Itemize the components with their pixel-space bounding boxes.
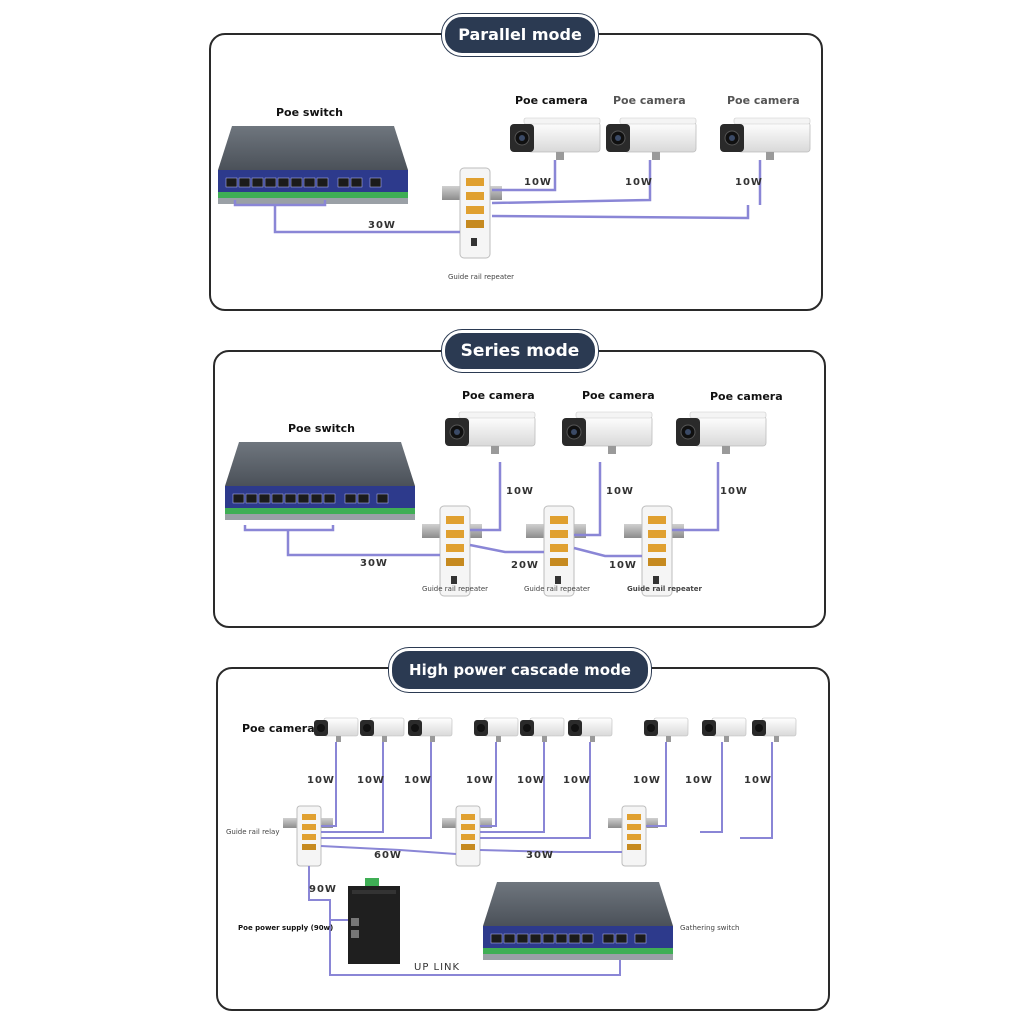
parallel-cables: [233, 160, 762, 234]
poe-power-supply: [348, 878, 400, 964]
series-camera-label-3: Poe camera: [710, 390, 783, 403]
series-repeater-1: [421, 505, 483, 597]
cascade-watt-2: 10W: [357, 775, 385, 786]
cascade-watt-7: 10W: [633, 775, 661, 786]
series-switch-label: Poe switch: [288, 422, 355, 435]
parallel-camera-label-1: Poe camera: [515, 94, 588, 107]
cascade-watt-4: 10W: [466, 775, 494, 786]
cascade-camera-group-1: [313, 717, 453, 743]
cascade-camera-label: Poe camera: [242, 722, 315, 735]
cascade-watt-5: 10W: [517, 775, 545, 786]
parallel-camera-1: [509, 117, 601, 161]
series-repeater-label-2: Guide rail repeater: [524, 585, 591, 593]
gathering-switch: [482, 881, 674, 961]
cascade-uplink-label: UP LINK: [414, 962, 461, 973]
parallel-camera-2: [605, 117, 697, 161]
parallel-camera-3: [719, 117, 811, 161]
cascade-relay-2: [441, 805, 493, 867]
series-camera-1: [444, 411, 536, 455]
series-repeater-3: [623, 505, 685, 597]
series-switch: [224, 441, 416, 521]
cascade-cables: [308, 742, 773, 976]
series-repeater-label-3: Guide rail repeater: [627, 585, 702, 593]
series-watt-1: 10W: [506, 486, 534, 497]
parallel-camera-label-3: Poe camera: [727, 94, 800, 107]
cascade-watt-8: 10W: [685, 775, 713, 786]
parallel-camera-label-2: Poe camera: [613, 94, 686, 107]
series-watt-3: 10W: [720, 486, 748, 497]
parallel-repeater-label: Guide rail repeater: [448, 273, 515, 281]
parallel-repeater: [441, 167, 503, 259]
cascade-watt-6: 10W: [563, 775, 591, 786]
series-camera-label-2: Poe camera: [582, 389, 655, 402]
cascade-gathering-label: Gathering switch: [680, 924, 740, 932]
cascade-link-watt-2: 30W: [526, 850, 554, 861]
cascade-relay-3: [607, 805, 659, 867]
cascade-camera-group-3: [643, 717, 797, 743]
series-link-watt-2: 20W: [511, 560, 539, 571]
cascade-relay-label: Guide rail relay: [226, 828, 280, 836]
series-link-watt-1: 30W: [360, 558, 388, 569]
parallel-uplink-watt: 30W: [368, 220, 396, 231]
parallel-watt-3: 10W: [735, 177, 763, 188]
series-camera-3: [675, 411, 767, 455]
cascade-watt-1: 10W: [307, 775, 335, 786]
cascade-supply-watt: 90W: [309, 884, 337, 895]
series-mode-title: Series mode: [442, 330, 598, 372]
series-cables: [243, 462, 720, 558]
series-camera-label-1: Poe camera: [462, 389, 535, 402]
cascade-camera-group-2: [473, 717, 613, 743]
parallel-watt-1: 10W: [524, 177, 552, 188]
parallel-watt-2: 10W: [625, 177, 653, 188]
parallel-switch-label: Poe switch: [276, 106, 343, 119]
cascade-mode-title: High power cascade mode: [389, 648, 651, 692]
parallel-switch: [217, 125, 409, 205]
cascade-relay-1: [282, 805, 334, 867]
series-link-watt-3: 10W: [609, 560, 637, 571]
parallel-mode-title: Parallel mode: [442, 14, 598, 56]
cascade-supply-label: Poe power supply (90w): [238, 924, 334, 932]
cascade-watt-3: 10W: [404, 775, 432, 786]
cascade-link-watt-1: 60W: [374, 850, 402, 861]
series-camera-2: [561, 411, 653, 455]
cascade-watt-9: 10W: [744, 775, 772, 786]
series-repeater-label-1: Guide rail repeater: [422, 585, 489, 593]
series-watt-2: 10W: [606, 486, 634, 497]
